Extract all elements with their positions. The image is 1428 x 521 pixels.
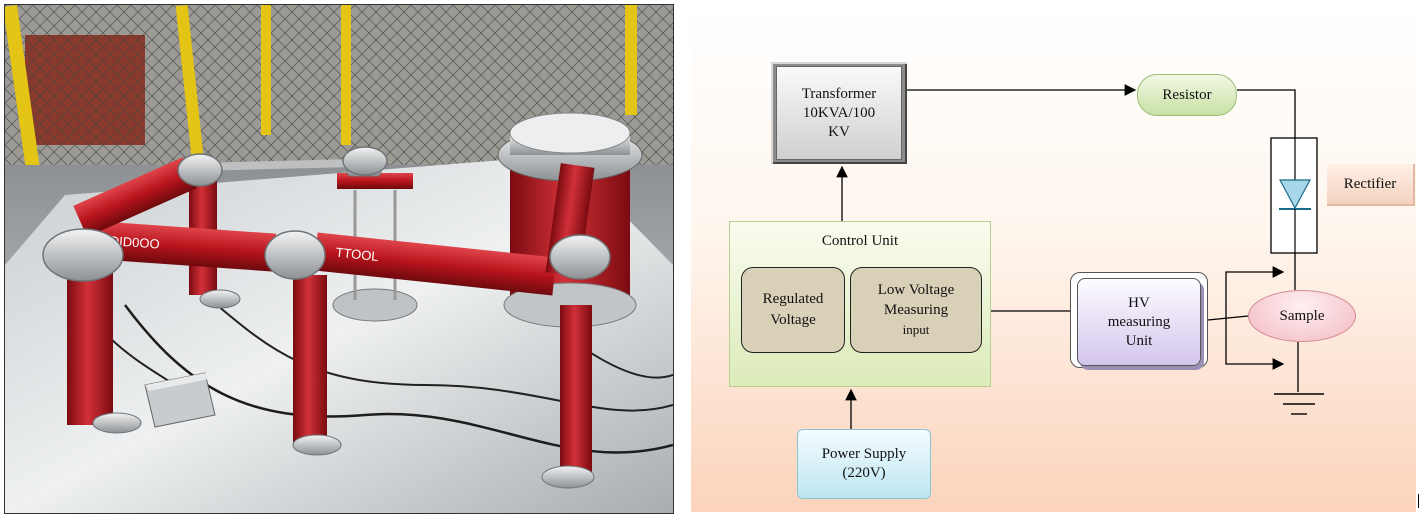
rectifier-label: Rectifier — [1343, 175, 1397, 192]
power-supply-line2: (220V) — [842, 465, 886, 481]
wire-resistor-rectifier — [1237, 89, 1296, 138]
transformer-block: Transformer 10KVA/100 KV — [771, 62, 907, 164]
test-setup-photo: EDID0OO TTOOL — [4, 4, 674, 514]
support-leg — [293, 275, 327, 445]
hv-rectifier-tube: TTOOL — [313, 232, 557, 296]
rectifier-diode-symbol — [1270, 137, 1318, 254]
hv-rectifier-tube — [73, 157, 197, 237]
ground-icon — [1274, 393, 1324, 415]
tube-label: TTOOL — [335, 245, 379, 264]
transformer-label-line3: KV — [828, 123, 850, 140]
wire-hv-sample — [1207, 315, 1249, 321]
support-leg — [560, 305, 592, 475]
power-supply-line1: Power Supply — [821, 446, 907, 462]
fence-post — [261, 5, 271, 135]
insulator-foot — [92, 289, 595, 489]
low-voltage-measuring-block: Low Voltage Measuring input — [850, 267, 982, 353]
fence-post — [341, 5, 351, 145]
edge-marker — [1418, 494, 1419, 508]
hv-unit-line2: measuring — [1107, 313, 1171, 330]
transformer-label-line2: 10KVA/100 — [802, 104, 876, 121]
hv-unit-line3: Unit — [1125, 332, 1153, 349]
regulated-voltage-line1: Regulated — [762, 291, 824, 307]
resistor-label: Resistor — [1162, 86, 1212, 103]
control-unit-block: Control Unit Regulated Voltage Low Volta… — [729, 221, 991, 387]
power-supply-block: Power Supply (220V) — [797, 429, 931, 499]
rectifier-label-box: Rectifier — [1327, 164, 1415, 206]
metal-joint — [42, 146, 611, 282]
low-voltage-line1: Low Voltage — [877, 282, 955, 298]
wire-hv-upper — [1225, 266, 1285, 320]
low-voltage-line2: Measuring — [883, 302, 949, 318]
sample-label: Sample — [1279, 307, 1325, 324]
regulated-voltage-block: Regulated Voltage — [741, 267, 845, 353]
control-unit-title: Control Unit — [821, 233, 899, 249]
sample-block: Sample — [1248, 290, 1356, 342]
fence-post — [625, 5, 637, 115]
low-voltage-line3: input — [902, 322, 930, 337]
regulated-voltage-line2: Voltage — [770, 312, 816, 328]
transformer-label-line1: Transformer — [801, 85, 877, 102]
wire-hv-lower — [1225, 320, 1285, 370]
hv-measuring-unit-block: HV measuring Unit — [1070, 272, 1208, 368]
junction-box — [144, 372, 216, 428]
fence-post — [175, 5, 207, 186]
support-leg — [67, 265, 113, 425]
block-diagram: Transformer 10KVA/100 KV Resistor Rectif… — [691, 4, 1416, 512]
hv-unit-line1: HV — [1128, 294, 1150, 311]
resistor-block: Resistor — [1137, 74, 1237, 116]
